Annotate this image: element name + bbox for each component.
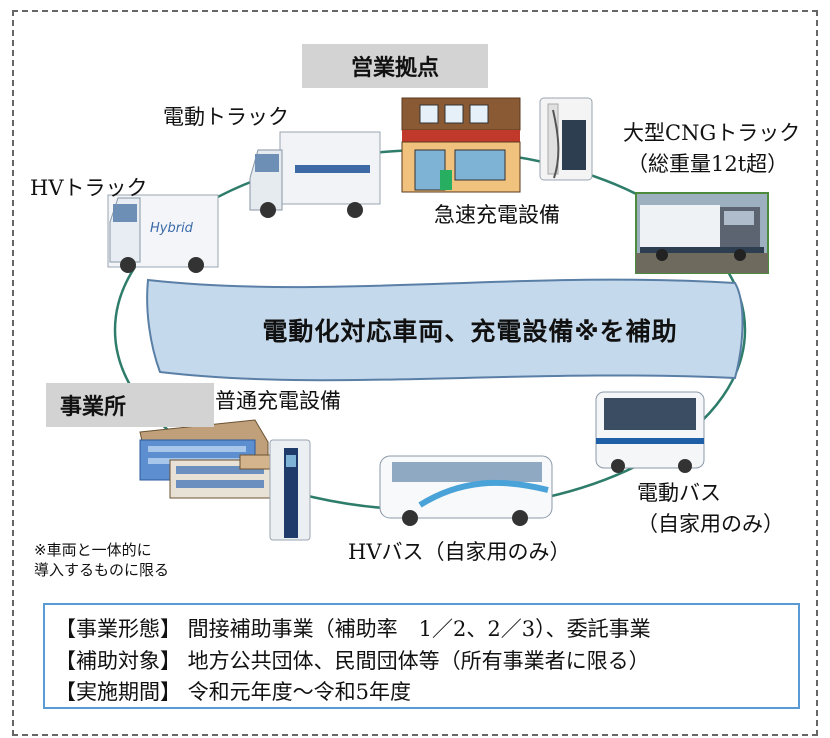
dashed-frame [12,10,818,736]
hv-bus-label: HVバス（自家用のみ） [348,540,571,564]
normal-charger-label: 普通充電設備 [215,389,341,413]
program-info-box: 【事業形態】 間接補助事業（補助率 1／2、2／3）、委託事業 【補助対象】 地… [43,603,800,709]
electric-bus-image [595,391,705,473]
cng-truck-label-line1: 大型CNGトラック [623,121,801,145]
hv-truck-image: Hybrid [107,194,219,273]
business-form-line: 【事業形態】 間接補助事業（補助率 1／2、2／3）、委託事業 [55,617,651,641]
cng-truck-image [635,192,769,274]
footnote-line2: 導入するものに限る [34,560,170,579]
subsidy-target-line: 【補助対象】 地方公共団体、民間団体等（所有事業者に限る） [55,648,650,673]
hv-bus-image [379,455,553,526]
office-tag: 事業所 [46,383,214,427]
cng-truck-label-line2: （総重量12t超） [627,152,789,176]
normal-charger-image [269,439,311,541]
subsidy-banner-shape [146,278,744,382]
svg-text:Hybrid: Hybrid [150,221,194,236]
office-building-image [139,419,279,499]
sales-base-building-image [401,97,521,193]
subsidy-banner-text: 電動化対応車両、充電設備※を補助 [262,317,678,346]
implementation-period-line: 【実施期間】 令和元年度～令和5年度 [55,680,412,704]
footnote: ※車両と一体的に 導入するものに限る [34,541,169,580]
electric-truck-image [249,131,381,218]
electric-bus-label-line2: （自家用のみ） [637,512,784,536]
quick-charger-image [539,97,593,181]
footnote-line1: ※車両と一体的に [34,541,152,559]
hv-truck-label: HVトラック [30,176,148,200]
electric-bus-label-line1: 電動バス [637,481,721,505]
quick-charger-label: 急速充電設備 [434,203,560,227]
electric-truck-label: 電動トラック [163,105,289,129]
sales-base-tag: 営業拠点 [302,44,488,88]
